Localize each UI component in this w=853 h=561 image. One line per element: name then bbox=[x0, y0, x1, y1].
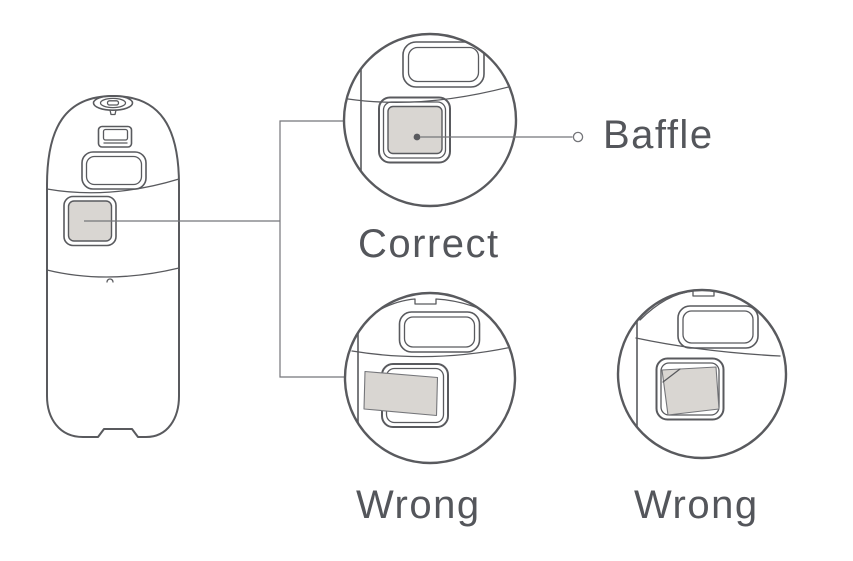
device-cap-icon bbox=[92, 95, 134, 116]
baffle-protruding-icon bbox=[363, 370, 439, 417]
window-icon bbox=[402, 41, 485, 88]
caption-wrong-right: Wrong bbox=[634, 483, 759, 527]
correct-detail-circle bbox=[342, 32, 518, 208]
device-illustration bbox=[46, 95, 180, 438]
callout-endpoint-circle bbox=[572, 131, 584, 143]
device-upper-seam bbox=[46, 178, 180, 194]
device-body-outline bbox=[46, 95, 180, 438]
baffle-tilted-icon bbox=[661, 366, 720, 416]
seam-line bbox=[635, 337, 781, 357]
window-icon bbox=[398, 311, 481, 353]
device-handle-icon bbox=[97, 125, 133, 148]
wrong-tilted-detail-circle bbox=[616, 288, 788, 460]
caption-correct: Correct bbox=[358, 222, 500, 266]
device-window-icon bbox=[81, 151, 147, 190]
device-lower-seam bbox=[46, 267, 180, 278]
device-seam-nub bbox=[106, 278, 114, 283]
caption-wrong-middle: Wrong bbox=[356, 483, 481, 527]
wrong-protruding-detail-circle bbox=[343, 291, 517, 465]
baffle-seated-icon bbox=[378, 96, 451, 164]
callout-anchor-dot bbox=[413, 133, 421, 141]
baffle-callout bbox=[420, 131, 584, 143]
baffle-lifted-corner-line bbox=[662, 368, 681, 383]
seam-line bbox=[351, 346, 513, 358]
seam-line bbox=[347, 84, 516, 103]
connector-lines bbox=[84, 120, 345, 378]
baffle-frame-icon bbox=[655, 357, 725, 421]
window-icon bbox=[677, 305, 759, 349]
baffle-callout-label: Baffle bbox=[603, 113, 714, 157]
branch-line bbox=[279, 120, 345, 378]
